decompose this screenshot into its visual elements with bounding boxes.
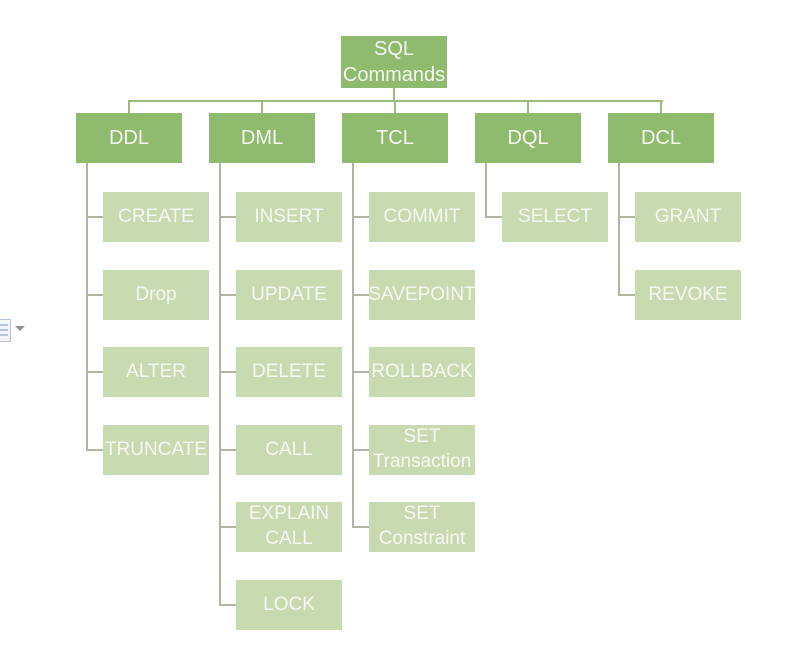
connector-branch-stem (86, 163, 88, 451)
node-savepoint[interactable]: SAVEPOINT (368, 270, 476, 320)
connector-branch-stub (394, 100, 396, 113)
node-create[interactable]: CREATE (103, 192, 209, 242)
connector-root-stub (393, 88, 395, 100)
node-delete[interactable]: DELETE (236, 347, 342, 397)
connector-child-elbow (352, 526, 369, 528)
connector-child-elbow (219, 216, 236, 218)
connector-child-elbow (219, 371, 236, 373)
connector-level2-bar (129, 100, 663, 102)
collapse-triangle-icon[interactable] (15, 326, 25, 331)
node-update[interactable]: UPDATE (236, 270, 342, 320)
connector-child-elbow (86, 216, 103, 218)
node-insert[interactable]: INSERT (236, 192, 342, 242)
connector-branch-stub (660, 100, 662, 113)
connector-child-elbow (352, 371, 369, 373)
node-alter[interactable]: ALTER (103, 347, 209, 397)
connector-child-elbow (86, 294, 103, 296)
node-sql-commands[interactable]: SQL Commands (341, 36, 447, 88)
connector-child-elbow (219, 604, 236, 606)
connector-child-elbow (352, 216, 369, 218)
node-dcl[interactable]: DCL (608, 113, 714, 163)
connector-branch-stem (485, 163, 487, 218)
object-anchor-lines (0, 324, 8, 338)
connector-child-elbow (352, 294, 369, 296)
connector-child-elbow (86, 371, 103, 373)
connector-child-elbow (219, 526, 236, 528)
node-grant[interactable]: GRANT (635, 192, 741, 242)
node-rollback[interactable]: ROLLBACK (369, 347, 475, 397)
connector-branch-stub (128, 100, 130, 113)
node-dml[interactable]: DML (209, 113, 315, 163)
connector-branch-stem (352, 163, 354, 528)
connector-child-elbow (219, 294, 236, 296)
node-tcl[interactable]: TCL (342, 113, 448, 163)
connector-child-elbow (618, 294, 635, 296)
node-dql[interactable]: DQL (475, 113, 581, 163)
connector-child-elbow (485, 216, 502, 218)
connector-child-elbow (618, 216, 635, 218)
node-drop[interactable]: Drop (103, 270, 209, 320)
node-truncate[interactable]: TRUNCATE (103, 425, 209, 475)
connector-branch-stem (618, 163, 620, 296)
node-lock[interactable]: LOCK (236, 580, 342, 630)
connector-branch-stub (261, 100, 263, 113)
node-revoke[interactable]: REVOKE (635, 270, 741, 320)
node-ddl[interactable]: DDL (76, 113, 182, 163)
connector-child-elbow (219, 449, 236, 451)
node-set-transaction[interactable]: SET Transaction (369, 425, 475, 475)
connector-branch-stub (527, 100, 529, 113)
object-anchor-icon[interactable] (0, 319, 11, 342)
connector-branch-stem (219, 163, 221, 606)
node-set-constraint[interactable]: SET Constraint (369, 502, 475, 552)
node-select[interactable]: SELECT (502, 192, 608, 242)
node-call[interactable]: CALL (236, 425, 342, 475)
node-explain-call[interactable]: EXPLAIN CALL (236, 502, 342, 552)
connector-child-elbow (86, 449, 103, 451)
connector-child-elbow (352, 449, 369, 451)
node-commit[interactable]: COMMIT (369, 192, 475, 242)
